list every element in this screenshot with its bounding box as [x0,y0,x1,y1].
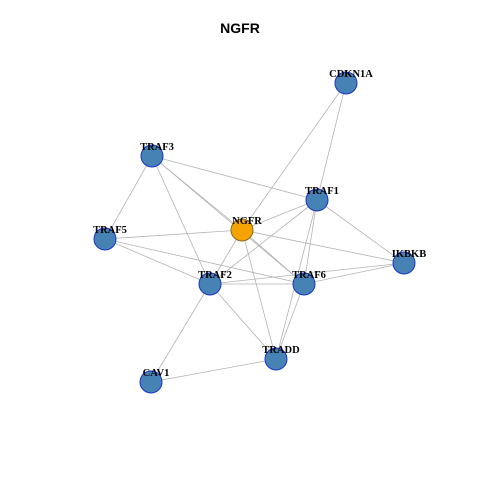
edge-tradd-cav1 [150,358,277,383]
edge-ngfr-cdkn1a [241,82,347,231]
edge-traf6-tradd [275,283,305,360]
edge-traf1-traf2 [209,199,318,285]
node-tradd[interactable] [264,347,288,371]
edge-ngfr-traf5 [104,229,243,240]
edge-traf2-cav1 [150,283,211,383]
edge-traf3-traf6 [151,155,305,285]
edge-traf1-ikbkb [316,199,405,264]
node-label-tradd: TRADD [262,345,300,356]
edge-cdkn1a-traf1 [316,82,347,201]
edge-ngfr-ikbkb [241,229,405,264]
node-label-traf2: TRAF2 [198,270,232,281]
node-label-traf3: TRAF3 [140,142,174,153]
edge-traf5-traf6 [104,238,305,285]
edge-traf3-traf5 [104,155,153,240]
node-label-traf1: TRAF1 [305,186,339,197]
node-traf5[interactable] [93,227,117,251]
edge-traf2-tradd [209,283,277,360]
node-label-cdkn1a: CDKN1A [329,69,373,80]
node-cdkn1a[interactable] [334,71,358,95]
node-label-ngfr: NGFR [232,216,262,227]
edge-layer [104,82,405,383]
node-traf1[interactable] [305,188,329,212]
node-layer [93,71,416,394]
edge-traf1-traf6 [303,199,318,285]
node-label-ikbkb: IKBKB [392,249,426,260]
node-ikbkb[interactable] [392,251,416,275]
node-traf6[interactable] [292,272,316,296]
node-ngfr[interactable] [230,218,254,242]
edge-traf3-traf1 [151,155,318,201]
graph-title: NGFR [220,20,260,36]
edge-traf6-ikbkb [303,262,405,285]
edge-traf3-traf2 [151,155,211,285]
node-traf2[interactable] [198,272,222,296]
edge-traf5-traf2 [104,238,211,285]
node-label-traf5: TRAF5 [93,225,127,236]
node-label-cav1: CAV1 [143,368,170,379]
node-traf3[interactable] [140,144,164,168]
edge-ngfr-tradd [241,229,277,360]
edge-ngfr-traf1 [241,199,318,231]
node-label-traf6: TRAF6 [292,270,326,281]
node-cav1[interactable] [139,370,163,394]
